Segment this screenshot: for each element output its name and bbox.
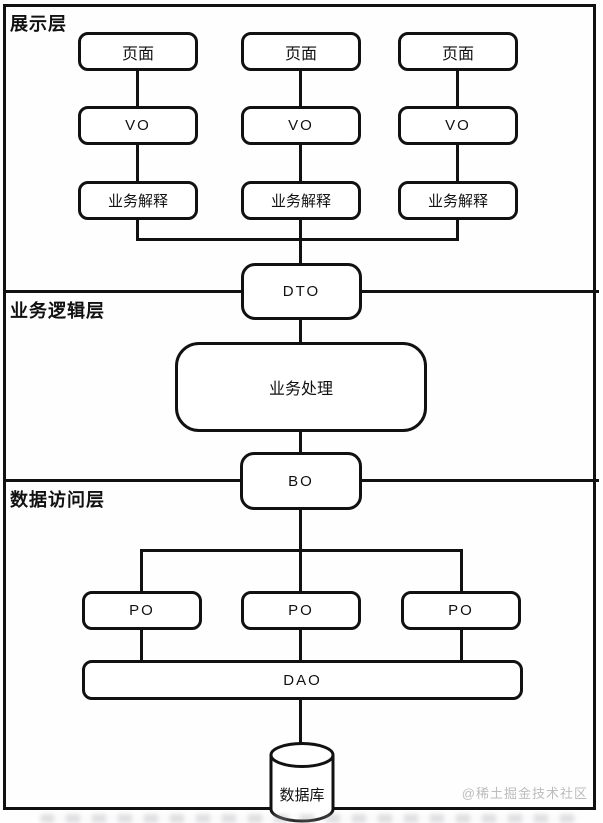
connector-page1-vo1 — [136, 71, 139, 107]
merge-bus-top — [136, 238, 459, 241]
layer-label-presentation: 展示层 — [10, 14, 67, 34]
node-dto: DTO — [241, 263, 362, 320]
connector-interpret1-merge — [136, 220, 139, 241]
connector-page3-vo3 — [456, 71, 459, 107]
node-po-1: PO — [82, 591, 202, 630]
node-po-2: PO — [241, 591, 361, 630]
node-bo: BO — [240, 452, 362, 510]
connector-po2-dao — [299, 630, 302, 662]
node-po-3: PO — [401, 591, 521, 630]
layer-label-data-access: 数据访问层 — [10, 490, 105, 510]
connector-dto-process — [299, 320, 302, 344]
connector-po3-dao — [460, 630, 463, 662]
node-interpret-3: 业务解释 — [398, 181, 518, 220]
database-cylinder: 数据库 — [269, 742, 335, 823]
node-interpret-1: 业务解释 — [78, 181, 198, 220]
database-cylinder-shape — [269, 742, 335, 823]
node-business-process: 业务处理 — [175, 342, 427, 432]
connector-bus-po1 — [140, 549, 143, 592]
connector-dao-database — [299, 700, 302, 748]
connector-vo1-interpret1 — [136, 145, 139, 182]
connector-interpret3-merge — [456, 220, 459, 241]
node-vo-3: VO — [398, 106, 518, 145]
connector-vo3-interpret3 — [456, 145, 459, 182]
watermark-text: @稀土掘金技术社区 — [461, 786, 588, 801]
node-interpret-2: 业务解释 — [241, 181, 361, 220]
node-dao: DAO — [82, 660, 523, 700]
connector-interpret2-dto — [299, 220, 302, 270]
node-page-1: 页面 — [78, 32, 198, 71]
connector-process-bo — [299, 430, 302, 454]
connector-po1-dao — [140, 630, 143, 662]
connector-vo2-interpret2 — [299, 145, 302, 182]
node-vo-2: VO — [241, 106, 361, 145]
database-label: 数据库 — [279, 787, 325, 804]
branch-bus-bottom — [140, 549, 463, 552]
node-page-2: 页面 — [241, 32, 361, 71]
connector-page2-vo2 — [299, 71, 302, 107]
bottom-watermark-blur — [40, 814, 580, 823]
layer-label-business: 业务逻辑层 — [10, 301, 105, 321]
node-page-3: 页面 — [398, 32, 518, 71]
connector-bus-po3 — [460, 549, 463, 592]
node-vo-1: VO — [78, 106, 198, 145]
